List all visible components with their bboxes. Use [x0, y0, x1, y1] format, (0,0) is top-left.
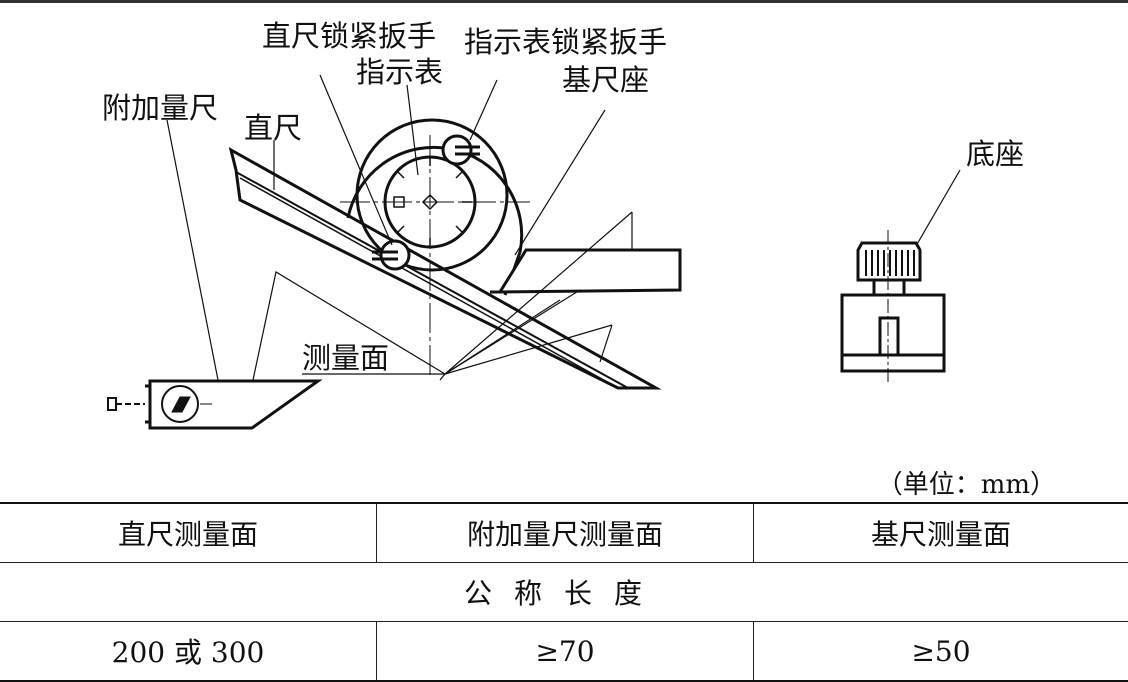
table-row: 200 或 300 ≥70 ≥50 — [0, 622, 1128, 682]
label-straight-ruler: 直尺 — [244, 114, 302, 143]
label-ruler-lock-wrench: 直尺锁紧扳手 — [262, 22, 436, 51]
label-indicator: 指示表 — [356, 58, 443, 87]
spec-table: 直尺测量面 附加量尺测量面 基尺测量面 公称长度 200 或 300 ≥70 ≥… — [0, 502, 1128, 682]
base-part — [842, 230, 944, 382]
table-span-row: 公称长度 — [0, 563, 1128, 622]
label-base-ruler-seat: 基尺座 — [562, 66, 649, 95]
dial-housing — [348, 120, 522, 295]
label-indicator-lock-wrench: 指示表锁紧扳手 — [464, 28, 667, 57]
auxiliary-ruler — [108, 381, 318, 428]
table-header-row: 直尺测量面 附加量尺测量面 基尺测量面 — [0, 503, 1128, 563]
label-auxiliary-ruler: 附加量尺 — [102, 94, 218, 123]
value-ruler: 200 或 300 — [0, 622, 377, 682]
value-base: ≥50 — [754, 622, 1128, 682]
label-measuring-surface: 测量面 — [302, 344, 389, 373]
value-aux: ≥70 — [377, 622, 754, 682]
unit-note: （单位：mm） — [877, 464, 1056, 501]
indicator-lock-knob — [443, 136, 480, 164]
label-base: 底座 — [966, 140, 1024, 169]
base-ruler-seat — [500, 250, 680, 292]
header-ruler-surface: 直尺测量面 — [0, 503, 377, 563]
nominal-length-label: 公称长度 — [0, 563, 1128, 622]
header-base-surface: 基尺测量面 — [754, 503, 1128, 563]
header-aux-surface: 附加量尺测量面 — [377, 503, 754, 563]
